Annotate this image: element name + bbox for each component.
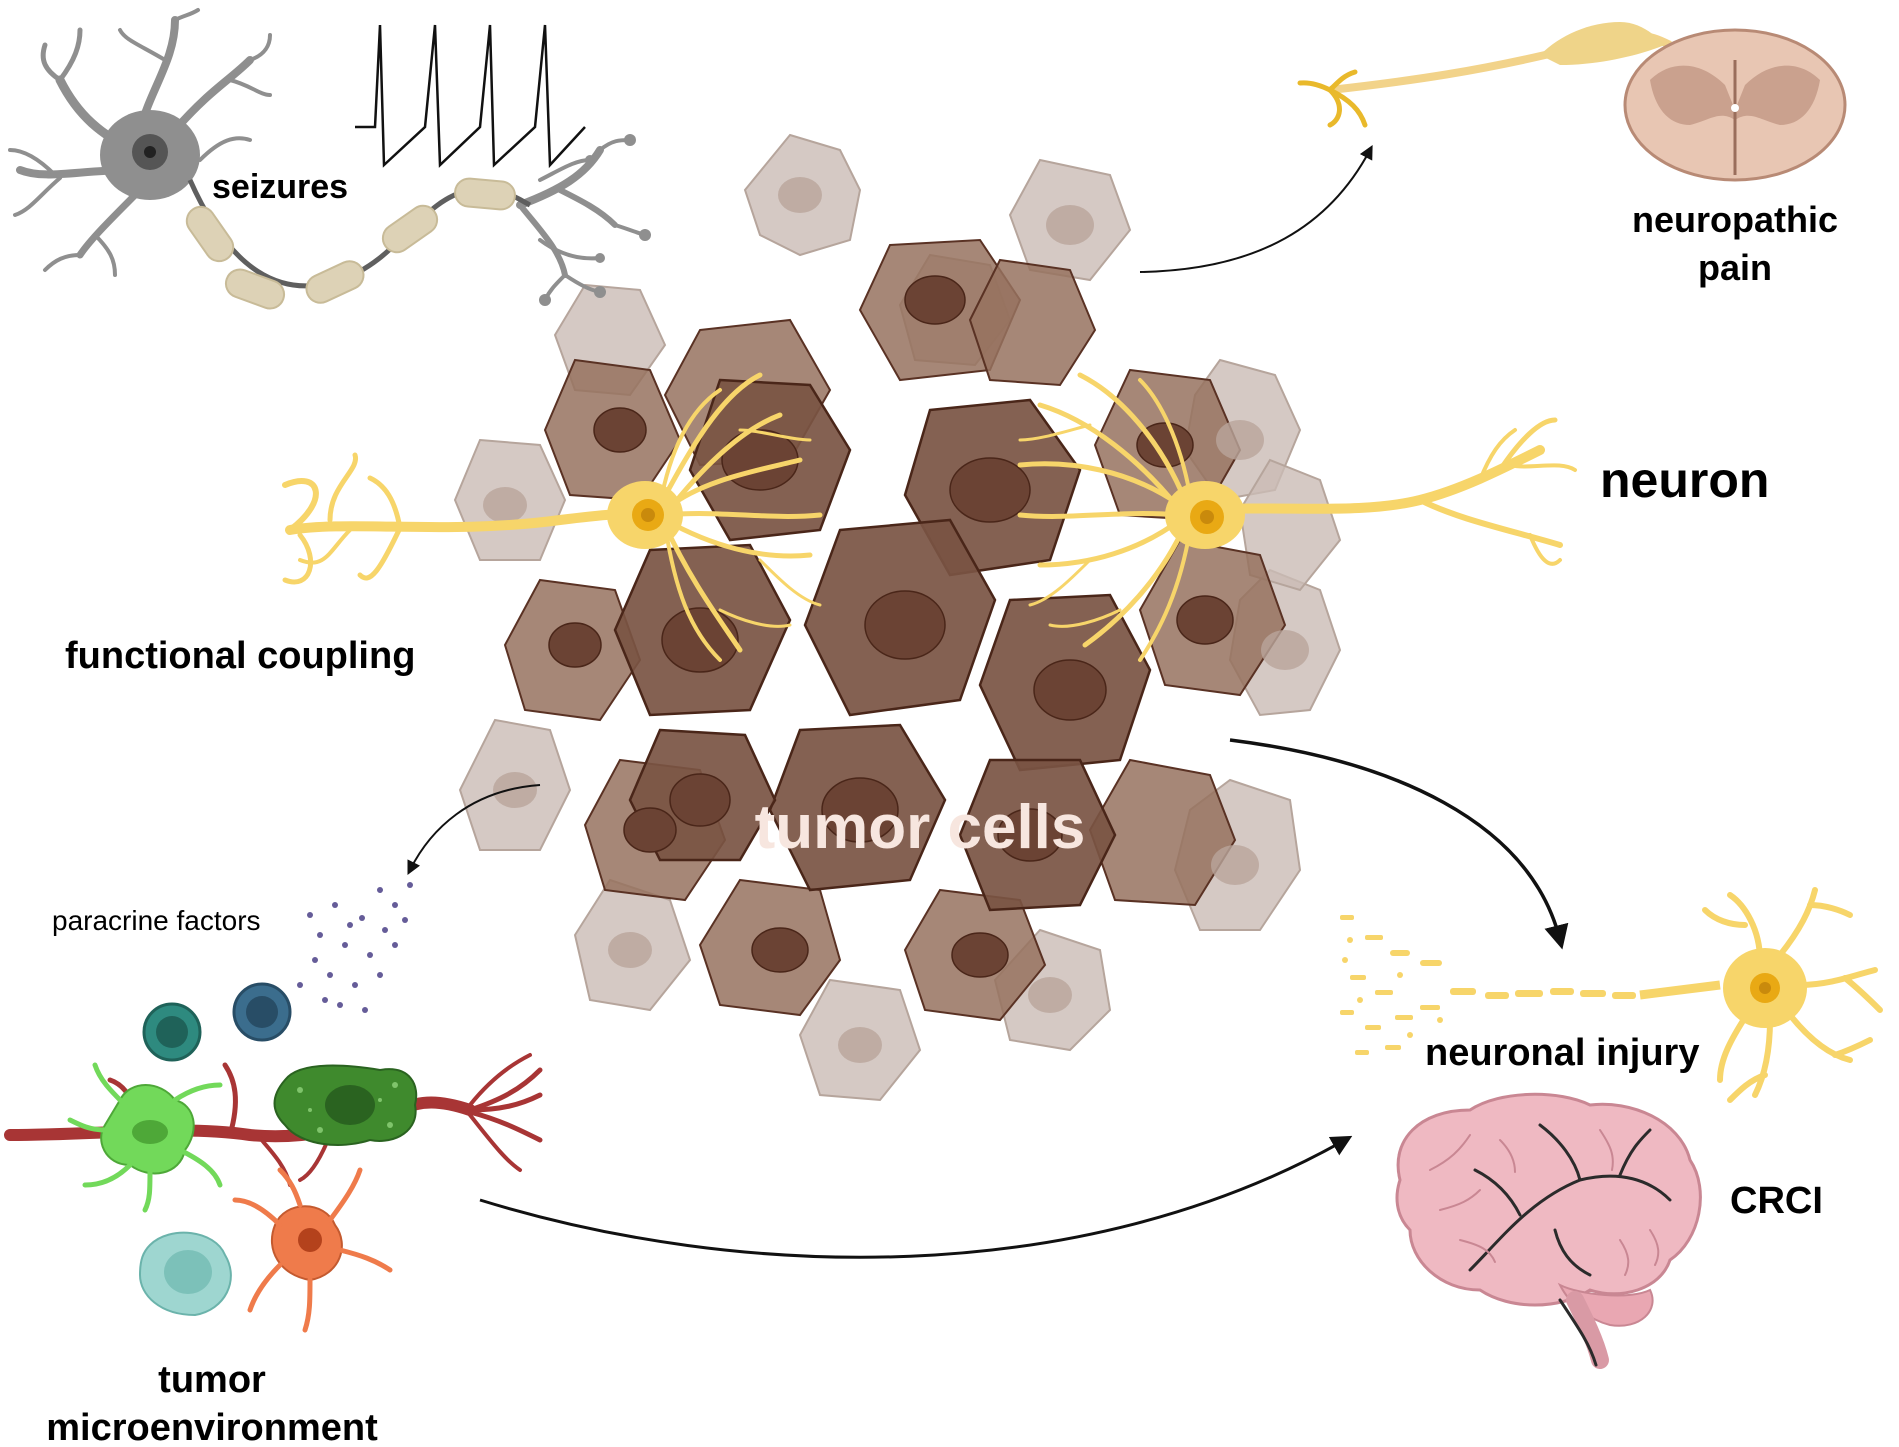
arrow-to-neuropathic-pain: [1139, 145, 1373, 273]
pain-neuron: [1297, 22, 1672, 128]
tumor-microenvironment-label-line2: microenvironment: [46, 1407, 378, 1447]
paracrine-dots: [297, 882, 413, 1013]
neuron-label: neuron: [1600, 452, 1769, 508]
arrow-to-paracrine-factors: [407, 784, 541, 876]
tme-cells: [4, 982, 543, 1333]
brain-icon: [1395, 1092, 1702, 1369]
neuronal-injury-label: neuronal injury: [1425, 1032, 1699, 1074]
grey-neuron: [8, 8, 651, 310]
astrocyte: [67, 1062, 223, 1213]
microglia: [273, 1064, 418, 1146]
cyan-cell: [138, 1231, 232, 1317]
fragmented-axon: [1340, 915, 1636, 1055]
seizures-label: seizures: [212, 168, 348, 206]
tumor-cells-label: tumor cells: [755, 793, 1086, 862]
neuropathic-pain-label-line1: neuropathic: [1632, 199, 1838, 240]
seizure-spike-trace: [355, 24, 586, 169]
right-neuron-soma: [1165, 481, 1245, 549]
neuropathic-pain-label-line2: pain: [1698, 247, 1772, 288]
orange-cell: [232, 1167, 393, 1333]
tumor-nuclei: [548, 275, 1234, 978]
injured-neuron: [1639, 887, 1883, 1103]
spinal-cord-icon: [1623, 28, 1847, 182]
left-neuron-soma: [607, 481, 683, 549]
arrow-microenvironment-to-crci: [479, 1135, 1353, 1259]
tumor-nuclei-light: [483, 177, 1309, 1063]
arrow-to-neuronal-injury: [1229, 738, 1569, 950]
right-neuron: [1017, 372, 1577, 662]
crci-label: CRCI: [1730, 1180, 1823, 1222]
tumor-cluster: [453, 133, 1342, 1102]
tumor-microenvironment-label-line1: tumor: [158, 1359, 266, 1401]
arrows: [407, 145, 1569, 1259]
paracrine-factors-label: paracrine factors: [52, 905, 261, 936]
functional-coupling-label: functional coupling: [65, 635, 415, 677]
blood-vessel: [4, 1053, 543, 1187]
